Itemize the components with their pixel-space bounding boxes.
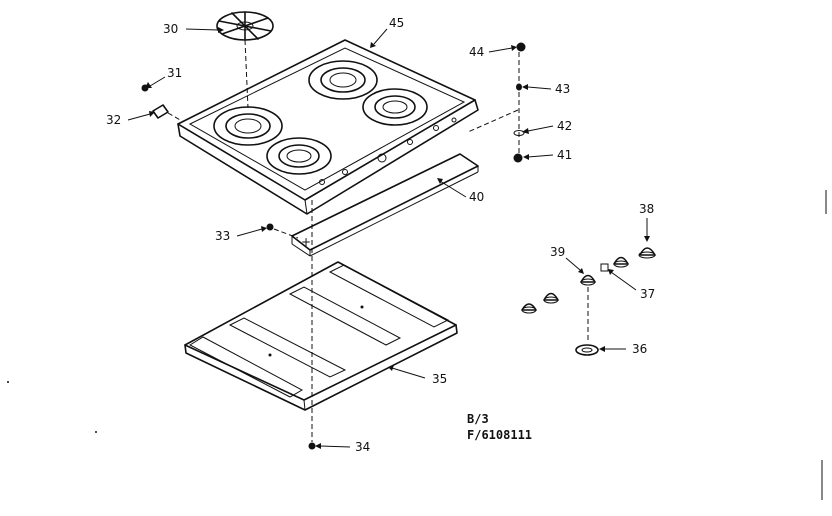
callout-38: 38 [639, 202, 654, 216]
burner-rear-right [362, 88, 428, 126]
scan-specks [7, 190, 827, 500]
callout-33: 33 [215, 229, 230, 243]
burner-spreader-part-30 [216, 11, 274, 41]
burner-front-right [266, 137, 332, 175]
burner-front-left [213, 106, 283, 146]
callout-41: 41 [557, 148, 572, 162]
screw-part-33 [266, 223, 274, 231]
callout-labels: 30 31 32 33 34 35 36 37 38 39 40 41 42 4… [106, 16, 655, 454]
callout-42: 42 [557, 119, 572, 133]
svg-text:+: + [301, 235, 311, 249]
drawing-code-line-1: B/3 [467, 412, 489, 426]
burner-rear-left [308, 60, 378, 100]
callout-40: 40 [469, 190, 484, 204]
cooktop-part-45 [177, 39, 479, 215]
callout-30: 30 [163, 22, 178, 36]
drawing-code-block: B/3 F/6108111 [467, 412, 532, 442]
front-bracket-part-40: + [291, 153, 479, 257]
callout-31: 31 [167, 66, 182, 80]
callout-36: 36 [632, 342, 647, 356]
callout-44: 44 [469, 45, 484, 59]
drawing-code-line-2: F/6108111 [467, 428, 532, 442]
callout-35: 35 [432, 372, 447, 386]
callout-32: 32 [106, 113, 121, 127]
knob-set-part-39 [521, 247, 656, 314]
callout-43: 43 [555, 82, 570, 96]
callout-34: 34 [355, 440, 370, 454]
clip-part-32 [152, 104, 169, 119]
callout-39: 39 [550, 245, 565, 259]
callout-leaders [127, 27, 650, 449]
bezel-ring-part-36 [575, 344, 599, 356]
assembly-guide-lines [167, 39, 589, 442]
spring-part-37 [600, 263, 609, 272]
bottom-tray-part-35 [184, 261, 458, 411]
callout-45: 45 [389, 16, 404, 30]
screw-part-34 [308, 442, 316, 450]
callout-37: 37 [640, 287, 655, 301]
